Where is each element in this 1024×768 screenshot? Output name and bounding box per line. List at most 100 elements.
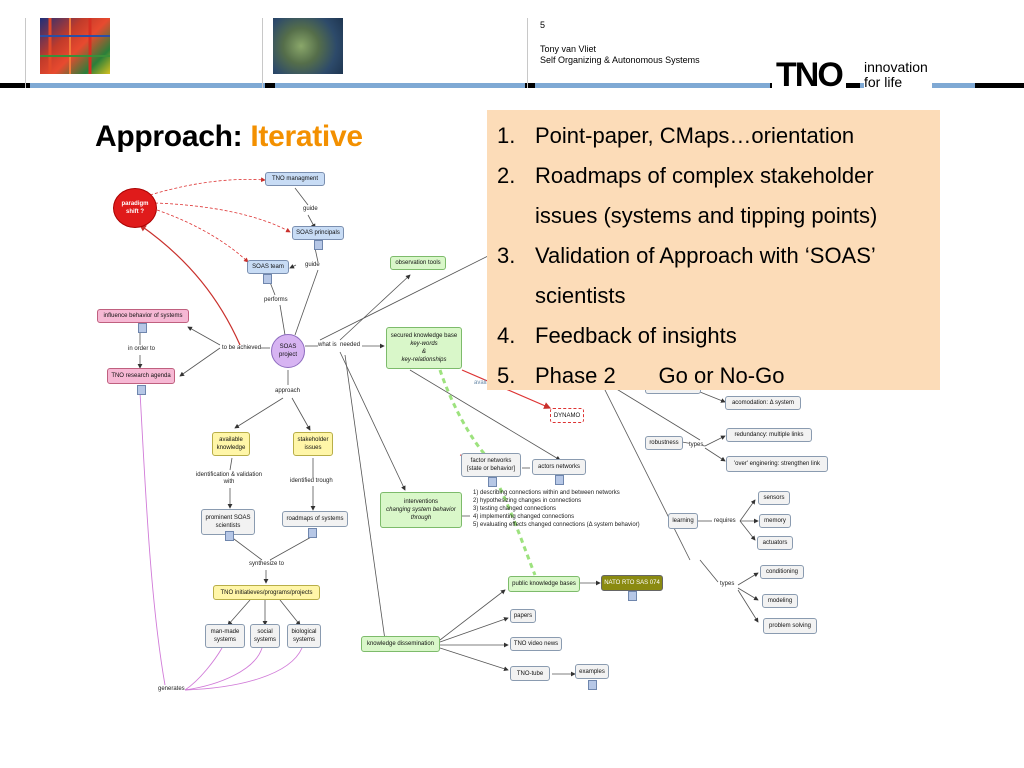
node-problem-solving[interactable]: problem solving	[763, 618, 817, 634]
approach-step: 3. Validation of Approach with ‘SOAS’	[487, 236, 940, 276]
node-stakeholder-issues[interactable]: stakeholder issues	[293, 432, 333, 456]
approach-step: 1. Point-paper, CMaps…orientation	[487, 116, 940, 156]
document-icon	[314, 240, 323, 250]
node-learning[interactable]: learning	[668, 513, 698, 529]
approach-step-continued: issues (systems and tipping points)	[487, 196, 940, 236]
node-examples[interactable]: examples	[575, 664, 609, 679]
step-number: 2.	[497, 163, 516, 188]
node-robustness[interactable]: robustness	[645, 436, 683, 450]
title-prefix: Approach:	[95, 120, 251, 153]
step-label: Phase 2 Go or No-Go	[535, 363, 785, 388]
title-accent: Iterative	[250, 120, 363, 153]
link-label-to-be-achieved: to be achieved	[222, 345, 262, 352]
link-label-approach: approach	[275, 388, 301, 395]
skb-line1: secured knowledge base	[390, 333, 458, 339]
approach-step: 4.Feedback of insights	[487, 316, 940, 356]
header-blue-segment	[535, 83, 770, 88]
node-knowledge-dissemination[interactable]: knowledge dissemination	[361, 636, 440, 652]
node-prominent-soas-scientists[interactable]: prominent SOAS scientists	[201, 509, 255, 535]
node-public-knowledge-bases[interactable]: public knowledge bases	[508, 576, 580, 592]
tno-logo-text: TNO	[776, 56, 844, 94]
node-redundancy[interactable]: redundancy: multiple links	[726, 428, 812, 442]
node-tno-tube[interactable]: TNO-tube	[510, 666, 550, 681]
node-observation-tools[interactable]: observation tools	[390, 256, 446, 270]
step-label: Validation of Approach with ‘SOAS’	[535, 243, 876, 268]
industrial-photo-thumbnail	[40, 18, 110, 74]
link-label-guide: guide	[303, 206, 318, 213]
node-tno-initiatives[interactable]: TNO initiatieves/programs/projects	[213, 585, 320, 600]
node-factor-networks[interactable]: factor networks [state or behavior]	[461, 453, 521, 477]
node-interventions[interactable]: interventions changing system behavior t…	[380, 492, 462, 528]
interventions-line2: changing system behavior through	[386, 507, 456, 521]
node-available-knowledge[interactable]: available knowledge	[212, 432, 250, 456]
node-conditioning[interactable]: conditioning	[760, 565, 804, 579]
step-number: 3.	[497, 243, 516, 268]
node-soas-team[interactable]: SOAS team	[247, 260, 289, 274]
link-label-in-order-to: in order to	[128, 346, 156, 353]
document-icon	[628, 591, 637, 601]
node-biological-systems[interactable]: biological systems	[287, 624, 321, 648]
document-icon	[588, 680, 597, 690]
node-soas-project[interactable]: SOAS project	[271, 334, 305, 368]
document-icon	[488, 477, 497, 487]
approach-steps-list: 1. Point-paper, CMaps…orientation 2. Roadm…	[487, 110, 940, 396]
author-name: Tony van Vliet	[540, 44, 597, 54]
node-memory[interactable]: memory	[759, 514, 791, 528]
tagline-line1: innovation	[864, 59, 928, 75]
step-label: Feedback of insights	[535, 323, 737, 348]
tno-logo: TNO	[772, 58, 846, 92]
interventions-line1: interventions	[403, 499, 439, 505]
node-secured-knowledge-base[interactable]: secured knowledge base key-words & key-r…	[386, 327, 462, 369]
node-tno-research-agenda[interactable]: TNO research agenda	[107, 368, 175, 384]
step-label: Roadmaps of complex stakeholder	[535, 163, 874, 188]
node-tno-video-news[interactable]: TNO video news	[510, 637, 562, 651]
node-dynamo[interactable]: DYNAMO	[550, 408, 584, 423]
approach-step: 5.Phase 2 Go or No-Go	[487, 356, 940, 396]
node-papers[interactable]: papers	[510, 609, 536, 623]
step-text: 4) implementing changed connections	[473, 514, 575, 520]
node-actors-networks[interactable]: actors networks	[532, 459, 586, 475]
node-sensors[interactable]: sensors	[758, 491, 790, 505]
node-manmade-systems[interactable]: man-made systems	[205, 624, 245, 648]
approach-steps-panel: 1. Point-paper, CMaps…orientation 2. Roadm…	[487, 110, 940, 390]
page-number: 5	[540, 20, 546, 30]
step-text: 5) evaluating effects changed connection…	[473, 522, 640, 528]
document-icon	[555, 475, 564, 485]
tagline-line2: for life	[864, 74, 903, 90]
presentation-subtitle: Self Organizing & Autonomous Systems	[540, 55, 700, 65]
slide-title: Approach: Iterative	[95, 120, 363, 154]
node-tno-management[interactable]: TNO managment	[265, 172, 325, 186]
link-label-types: types	[720, 581, 735, 588]
node-modeling[interactable]: modeling	[762, 594, 798, 608]
header-blue-segment	[30, 83, 265, 88]
node-soas-principals[interactable]: SOAS principals	[292, 226, 344, 240]
step-text: 1) describing connections within and bet…	[473, 490, 620, 496]
header-divider	[262, 18, 263, 88]
skb-line3: &	[421, 349, 426, 355]
node-acomodation[interactable]: acomodation: Δ system	[725, 396, 801, 410]
node-nato-rto[interactable]: NATO RTO SAS 074	[601, 575, 663, 591]
link-label-identified-trough: identified trough	[290, 478, 333, 485]
link-label-identification: identification & validation with	[192, 472, 266, 486]
node-paradigm-shift[interactable]: paradigm shift ?	[113, 188, 157, 228]
step-number: 1.	[497, 123, 516, 148]
approach-step-continued: scientists	[487, 276, 940, 316]
node-influence-behavior[interactable]: influence behavior of systems	[97, 309, 189, 323]
step-label: Point-paper, CMaps…orientation	[535, 123, 855, 148]
header-divider	[25, 18, 26, 88]
step-label: issues (systems and tipping points)	[535, 203, 878, 228]
node-roadmaps-of-systems[interactable]: roadmaps of systems	[282, 511, 348, 527]
document-icon	[308, 528, 317, 538]
document-icon	[263, 274, 272, 284]
tno-tagline: innovation for life	[864, 60, 932, 90]
skb-line2: key-words	[410, 341, 438, 347]
node-social-systems[interactable]: social systems	[250, 624, 280, 648]
node-over-engineering[interactable]: 'over' enginering: strengthen link	[726, 456, 828, 472]
approach-step: 2. Roadmaps of complex stakeholder	[487, 156, 940, 196]
header-divider	[527, 18, 528, 88]
node-actuators[interactable]: actuators	[757, 536, 793, 550]
link-label-requires: requires	[714, 518, 736, 525]
link-label-guide: guide	[305, 262, 320, 269]
link-label-generates: generates	[158, 686, 185, 693]
step-label: scientists	[535, 283, 626, 308]
